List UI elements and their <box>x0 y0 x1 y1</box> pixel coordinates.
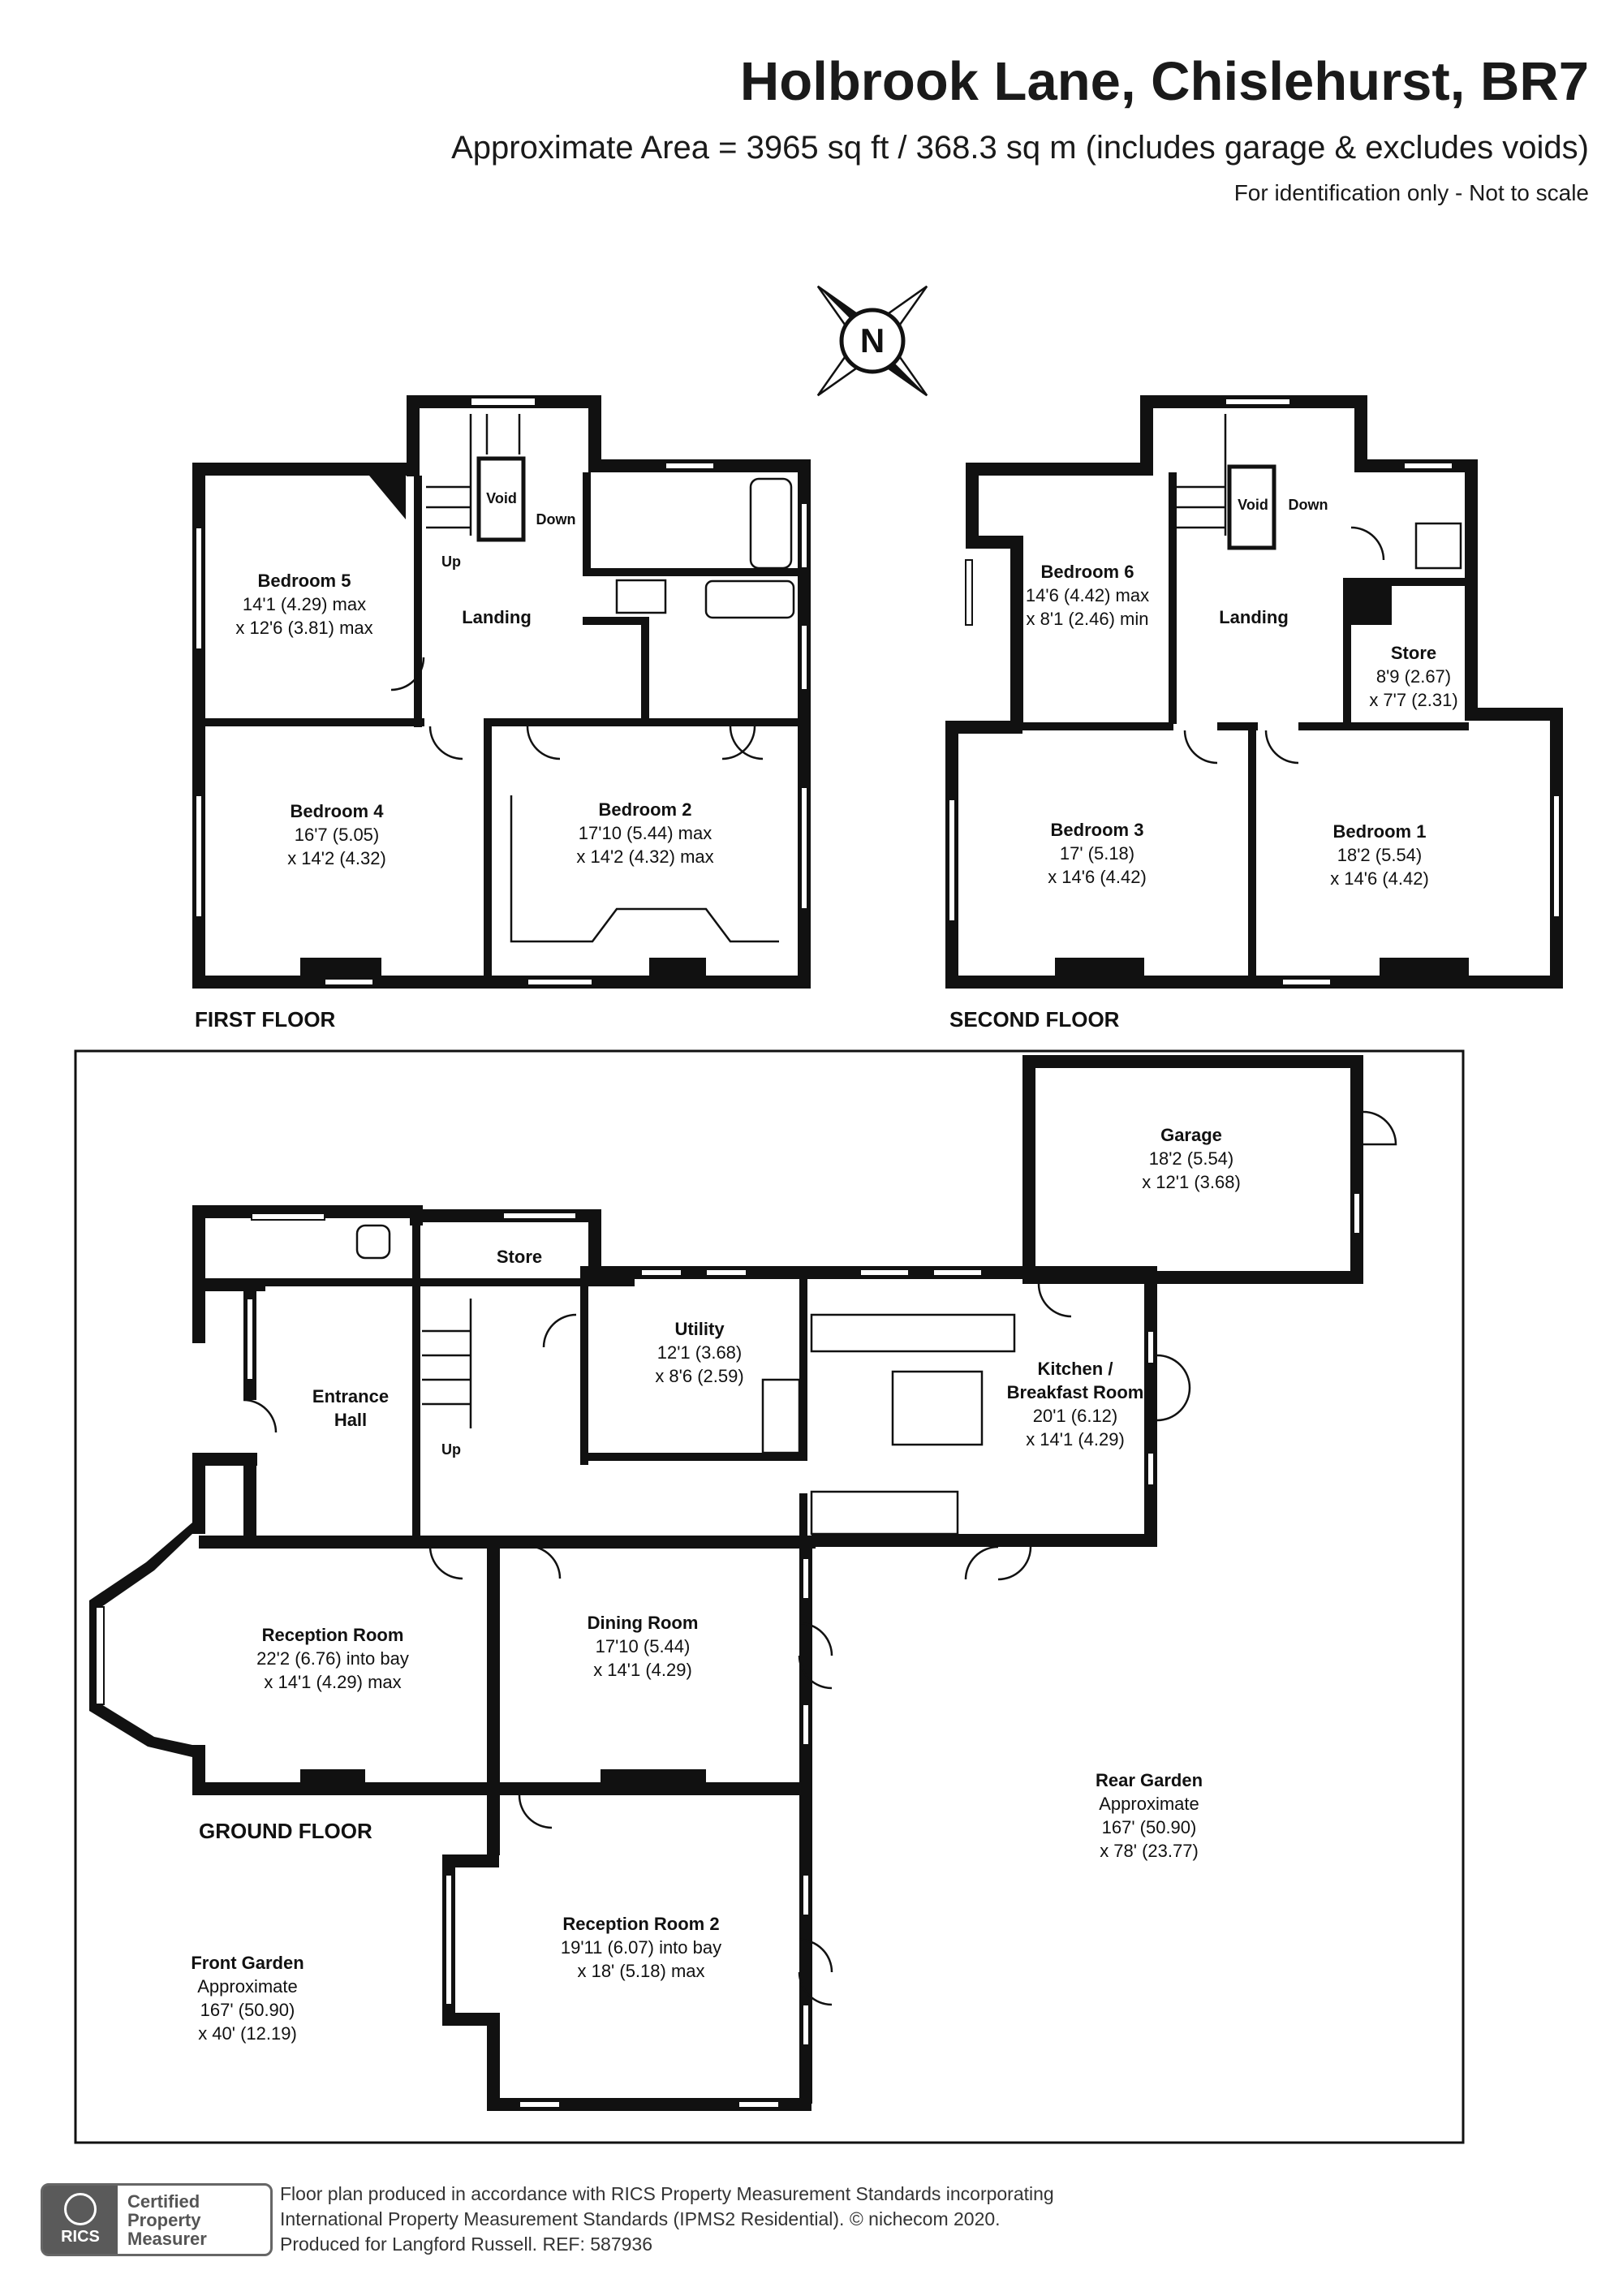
globe-icon <box>64 2193 97 2225</box>
badge-line-3: Measurer <box>127 2228 207 2249</box>
room-bedroom-5: Bedroom 5 14'1 (4.29) max x 12'6 (3.81) … <box>235 571 372 638</box>
svg-text:16'7 (5.05): 16'7 (5.05) <box>295 825 380 845</box>
room-dining: Dining Room 17'10 (5.44) x 14'1 (4.29) <box>588 1613 699 1680</box>
svg-text:167' (50.90): 167' (50.90) <box>1102 1817 1197 1837</box>
room-bedroom-2: Bedroom 2 17'10 (5.44) max x 14'2 (4.32)… <box>576 799 713 867</box>
svg-text:Breakfast Room: Breakfast Room <box>1007 1382 1144 1402</box>
svg-text:18'2 (5.54): 18'2 (5.54) <box>1337 845 1423 865</box>
svg-text:x 40' (12.19): x 40' (12.19) <box>198 2023 297 2044</box>
first-floor-label: FIRST FLOOR <box>195 1007 336 1032</box>
footer-notes: Floor plan produced in accordance with R… <box>280 2182 1054 2257</box>
svg-text:12'1 (3.68): 12'1 (3.68) <box>657 1342 743 1363</box>
svg-text:Front Garden: Front Garden <box>191 1953 304 1973</box>
svg-text:Bedroom 2: Bedroom 2 <box>599 799 692 820</box>
svg-text:x 14'2 (4.32): x 14'2 (4.32) <box>287 848 386 868</box>
svg-text:Approximate: Approximate <box>197 1976 298 1997</box>
room-kitchen-breakfast: Kitchen / Breakfast Room 20'1 (6.12) x 1… <box>1007 1359 1144 1450</box>
svg-text:22'2 (6.76) into bay: 22'2 (6.76) into bay <box>256 1648 409 1669</box>
svg-text:Rear Garden: Rear Garden <box>1096 1770 1203 1790</box>
svg-text:x 78' (23.77): x 78' (23.77) <box>1100 1841 1199 1861</box>
svg-text:x 14'6 (4.42): x 14'6 (4.42) <box>1048 867 1147 887</box>
svg-text:14'1 (4.29) max: 14'1 (4.29) max <box>243 594 366 614</box>
up-label-first: Up <box>441 554 461 570</box>
svg-text:x 14'2 (4.32) max: x 14'2 (4.32) max <box>576 846 713 867</box>
svg-text:Utility: Utility <box>674 1319 725 1339</box>
svg-text:20'1 (6.12): 20'1 (6.12) <box>1033 1406 1118 1426</box>
room-garage: Garage 18'2 (5.54) x 12'1 (3.68) <box>1142 1125 1241 1192</box>
rics-wordmark: RICS <box>61 2228 100 2246</box>
rics-logo: RICS <box>43 2186 118 2254</box>
page-title: Holbrook Lane, Chislehurst, BR7 <box>739 51 1589 112</box>
svg-text:17'10 (5.44): 17'10 (5.44) <box>596 1636 691 1656</box>
void-label-first: Void <box>486 490 517 506</box>
badge-line-1: Certified <box>127 2190 200 2212</box>
room-bedroom-6: Bedroom 6 14'6 (4.42) max x 8'1 (2.46) m… <box>1026 562 1149 629</box>
svg-text:Bedroom 5: Bedroom 5 <box>258 571 351 591</box>
svg-text:Bedroom 3: Bedroom 3 <box>1051 820 1144 840</box>
svg-text:Bedroom 6: Bedroom 6 <box>1041 562 1134 582</box>
footer-line-2: International Property Measurement Stand… <box>280 2208 1001 2229</box>
scale-note: For identification only - Not to scale <box>1233 180 1589 205</box>
svg-text:Bedroom 1: Bedroom 1 <box>1333 821 1427 842</box>
svg-text:19'11 (6.07) into bay: 19'11 (6.07) into bay <box>561 1937 721 1958</box>
svg-text:Bedroom 4: Bedroom 4 <box>291 801 385 821</box>
footer-line-3: Produced for Langford Russell. REF: 5879… <box>280 2234 652 2255</box>
up-label-ground: Up <box>441 1441 461 1458</box>
room-reception: Reception Room 22'2 (6.76) into bay x 14… <box>256 1625 409 1692</box>
svg-text:8'9 (2.67): 8'9 (2.67) <box>1376 666 1451 687</box>
void-label-second: Void <box>1238 497 1268 513</box>
svg-text:x 8'6 (2.59): x 8'6 (2.59) <box>655 1366 743 1386</box>
svg-text:Kitchen /: Kitchen / <box>1038 1359 1113 1379</box>
svg-text:x 14'1 (4.29): x 14'1 (4.29) <box>593 1660 692 1680</box>
svg-text:x 18' (5.18) max: x 18' (5.18) max <box>577 1961 704 1981</box>
svg-text:Approximate: Approximate <box>1099 1794 1199 1814</box>
badge-line-2: Property <box>127 2209 201 2230</box>
svg-text:17' (5.18): 17' (5.18) <box>1060 843 1134 864</box>
down-label-first: Down <box>536 511 576 528</box>
second-floor-plan <box>945 395 1563 989</box>
room-bedroom-1: Bedroom 1 18'2 (5.54) x 14'6 (4.42) <box>1330 821 1429 889</box>
down-label-second: Down <box>1289 497 1328 513</box>
ground-floor-plan <box>74 1049 1465 2144</box>
svg-text:167' (50.90): 167' (50.90) <box>200 2000 295 2020</box>
svg-text:x 14'6 (4.42): x 14'6 (4.42) <box>1330 868 1429 889</box>
svg-text:x 14'1 (4.29) max: x 14'1 (4.29) max <box>264 1672 401 1692</box>
compass-icon: N <box>816 285 928 397</box>
room-landing-second: Landing <box>1219 607 1289 627</box>
room-store-ground: Store <box>497 1247 542 1267</box>
first-floor-plan <box>192 395 811 989</box>
room-entrance-hall: Entrance Hall <box>312 1386 389 1430</box>
room-reception-2: Reception Room 2 19'11 (6.07) into bay x… <box>561 1914 721 1981</box>
svg-text:x 12'1 (3.68): x 12'1 (3.68) <box>1142 1172 1241 1192</box>
svg-text:x 8'1 (2.46) min: x 8'1 (2.46) min <box>1027 609 1149 629</box>
room-bedroom-3: Bedroom 3 17' (5.18) x 14'6 (4.42) <box>1048 820 1147 887</box>
room-bedroom-4: Bedroom 4 16'7 (5.05) x 14'2 (4.32) <box>287 801 386 868</box>
svg-text:Store: Store <box>1391 643 1436 663</box>
svg-text:Garage: Garage <box>1160 1125 1222 1145</box>
svg-text:Dining Room: Dining Room <box>588 1613 699 1633</box>
badge-text: Certified Property Measurer <box>118 2192 207 2248</box>
ground-floor-label: GROUND FLOOR <box>199 1819 372 1843</box>
svg-text:Reception Room: Reception Room <box>262 1625 404 1645</box>
svg-text:Hall: Hall <box>334 1410 367 1430</box>
second-floor-label: SECOND FLOOR <box>949 1007 1120 1032</box>
rear-garden: Rear Garden Approximate 167' (50.90) x 7… <box>1096 1770 1203 1861</box>
area-summary: Approximate Area = 3965 sq ft / 368.3 sq… <box>451 130 1589 166</box>
rics-certified-badge: RICS Certified Property Measurer <box>41 2183 273 2256</box>
svg-text:x 12'6 (3.81) max: x 12'6 (3.81) max <box>235 618 372 638</box>
svg-text:Entrance: Entrance <box>312 1386 389 1406</box>
svg-text:x 7'7 (2.31): x 7'7 (2.31) <box>1369 690 1457 710</box>
compass-letter: N <box>860 321 885 360</box>
svg-text:x 14'1 (4.29): x 14'1 (4.29) <box>1026 1429 1125 1450</box>
room-store-second: Store 8'9 (2.67) x 7'7 (2.31) <box>1369 643 1457 710</box>
svg-text:14'6 (4.42) max: 14'6 (4.42) max <box>1026 585 1149 605</box>
footer-line-1: Floor plan produced in accordance with R… <box>280 2183 1054 2204</box>
room-landing-first: Landing <box>462 607 532 627</box>
front-garden: Front Garden Approximate 167' (50.90) x … <box>191 1953 304 2044</box>
svg-text:17'10 (5.44) max: 17'10 (5.44) max <box>579 823 712 843</box>
svg-text:Reception Room 2: Reception Room 2 <box>562 1914 719 1934</box>
room-utility: Utility 12'1 (3.68) x 8'6 (2.59) <box>655 1319 743 1386</box>
svg-text:18'2 (5.54): 18'2 (5.54) <box>1149 1148 1234 1169</box>
